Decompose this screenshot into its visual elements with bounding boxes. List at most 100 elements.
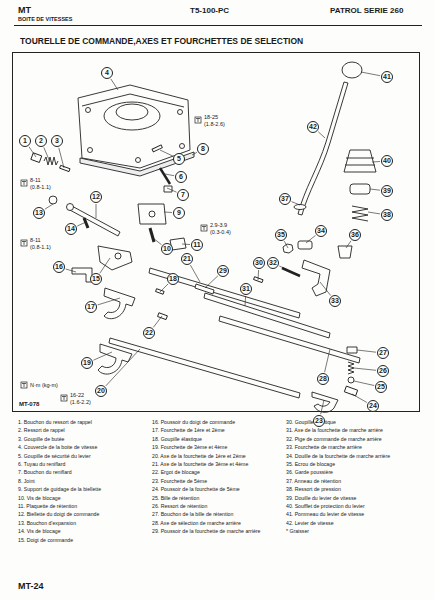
callout-number: 16 — [53, 261, 65, 273]
leader-line — [44, 147, 50, 162]
parts-list-item: 10. Vis de blocage — [18, 496, 150, 502]
page-number: MT-24 — [18, 582, 44, 592]
callout-text: 13 — [35, 209, 43, 216]
parts-list-item: 40. Soufflet de protection du levier — [286, 504, 418, 510]
leader-line — [205, 276, 218, 288]
leader-line — [153, 238, 162, 245]
torque-symbol — [21, 117, 207, 401]
part-outline — [49, 196, 57, 204]
callout-number: 30 — [253, 257, 265, 269]
part-outline — [104, 102, 160, 130]
callout-number: 4 — [101, 67, 113, 79]
part-outline — [21, 180, 27, 186]
leader-line — [354, 368, 376, 370]
parts-list-item: 8. Joint — [18, 479, 150, 485]
callout-text: 22 — [145, 329, 153, 336]
callout-number: 12 — [90, 191, 102, 203]
part-outline — [345, 158, 375, 165]
part-outline — [338, 246, 352, 258]
parts-list-item: 28. Axe de sélection de marche arrière — [152, 521, 284, 527]
part-outline — [352, 206, 368, 221]
callout-number: 10 — [161, 243, 173, 255]
parts — [31, 62, 376, 412]
leader-line — [96, 204, 97, 218]
leader-line — [368, 212, 380, 214]
callout-text: 3 — [55, 137, 59, 144]
part-outline — [195, 117, 201, 123]
part-outline — [347, 347, 357, 353]
part-outline — [98, 344, 132, 374]
part-outline — [298, 82, 348, 215]
parts-list-item: 18. Goupille élastique — [152, 437, 284, 443]
part-outline — [150, 228, 154, 242]
torque-value: (0.3-0.4) — [210, 229, 231, 235]
leader-line — [93, 352, 112, 360]
parts-list-item: 21. Axe de la fourchette de 3ème et 4ème — [152, 462, 284, 468]
callout-number: 36 — [349, 229, 361, 241]
leader-line — [66, 269, 76, 272]
leader-line — [98, 298, 120, 305]
part-outline — [202, 227, 206, 231]
part-outline — [22, 182, 26, 186]
part-outline — [21, 240, 27, 246]
callout-text: 9 — [177, 209, 181, 216]
callout-number: 17 — [85, 301, 97, 313]
leader-line — [357, 350, 376, 352]
callout-number: 2 — [35, 135, 47, 147]
parts-list-item: 22. Ergot de blocage — [152, 470, 284, 476]
callout-text: 40 — [383, 157, 391, 164]
part-outline — [22, 242, 26, 246]
part-outline — [312, 392, 338, 412]
leader-line — [325, 349, 330, 372]
callout-number: 41 — [381, 71, 393, 83]
callout-number: 6 — [175, 171, 187, 183]
callout-text: 33 — [331, 297, 339, 304]
figure-frame: MT-0781234567891011121314151617181920212… — [12, 52, 420, 412]
part-outline — [31, 153, 42, 163]
leader-line — [160, 150, 173, 156]
torque-value: 18-25 — [204, 114, 218, 120]
leader-line — [370, 189, 380, 190]
leader-line — [318, 132, 325, 138]
leader-line — [245, 296, 247, 306]
callout-text: 36 — [351, 231, 359, 238]
part-outline — [22, 384, 26, 388]
header-rule — [14, 25, 422, 26]
callout-text: 21 — [183, 255, 191, 262]
leader-line — [346, 241, 351, 248]
callout-number: 13 — [33, 207, 45, 219]
callout-number: 37 — [279, 193, 291, 205]
callout-number: 8 — [197, 143, 209, 155]
header-text: MT — [18, 6, 31, 16]
callout-number: 19 — [81, 357, 93, 369]
parts-list-item: 27. Bouchon de la bille de rétention — [152, 512, 284, 518]
leader-line — [165, 174, 174, 176]
callout-number: 35 — [275, 229, 287, 241]
part-outline — [60, 165, 70, 171]
header-text: PATROL SERIE 260 — [330, 7, 403, 16]
parts-list-item: 35. Ecrou de blocage — [286, 462, 418, 468]
header-text: BOITE DE VITESSES — [18, 16, 72, 22]
callout-number: 38 — [381, 209, 393, 221]
leader-line — [352, 394, 367, 403]
leader-line — [29, 147, 36, 157]
callout-number: 3 — [51, 135, 63, 147]
parts-list-item: 34. Douille de la fourchette de marche a… — [286, 454, 418, 460]
callout-text: 29 — [219, 267, 227, 274]
part-outline — [21, 180, 27, 186]
leader-line — [100, 258, 110, 273]
leader-line — [160, 284, 168, 292]
callout-number: 34 — [315, 225, 327, 237]
callout-text: 11 — [193, 241, 200, 248]
parts-list-item: 15. Doigt de commande — [18, 538, 150, 544]
callout-number: 14 — [65, 223, 77, 235]
callout-number: 9 — [173, 207, 185, 219]
part-outline — [21, 240, 27, 246]
part-outline — [44, 157, 58, 165]
callout-text: 12 — [92, 193, 100, 200]
parts-list-item: 14. Vis de blocage — [18, 529, 150, 535]
torque-value: (1.8-2.6) — [204, 121, 225, 127]
parts-list-item: 32. Pige de commande de marche arrière — [286, 437, 418, 443]
callout-number: 15 — [90, 273, 102, 285]
